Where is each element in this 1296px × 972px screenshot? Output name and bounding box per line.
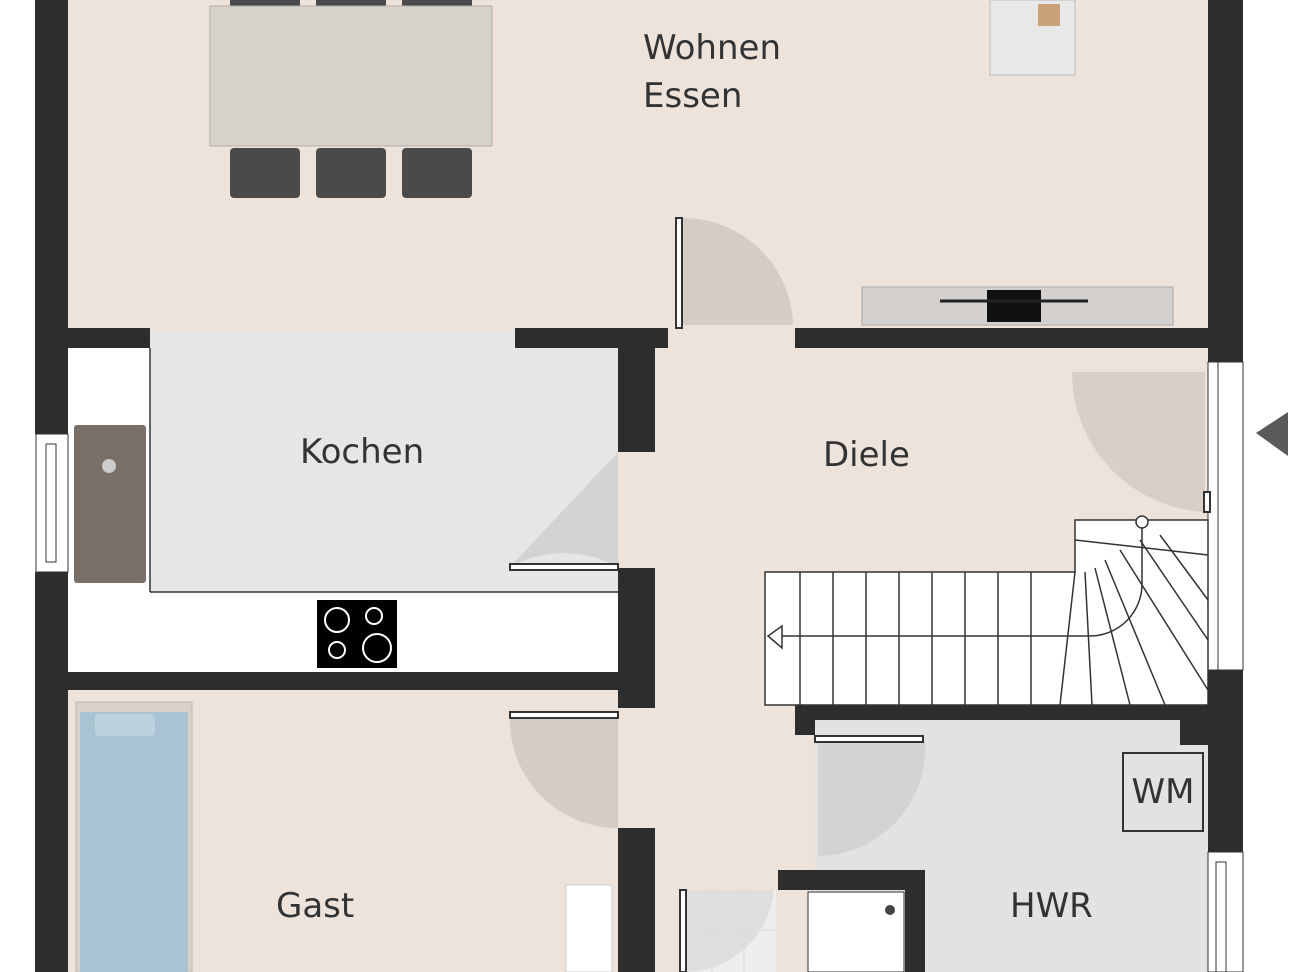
cooktop [317, 600, 397, 668]
door-swings [509, 217, 1205, 972]
walls [35, 0, 1243, 972]
washing-machine: WM [1122, 752, 1204, 832]
staircase [764, 515, 1209, 706]
sink [74, 425, 146, 583]
shower [807, 891, 905, 972]
room-label-hwr: HWR [1010, 886, 1093, 926]
dining-table [209, 5, 493, 147]
room-label-diele: Diele [823, 435, 910, 475]
room-label-kochen: Kochen [300, 432, 425, 472]
window-kitchen [35, 433, 69, 573]
door-leaves [509, 217, 1211, 972]
dining-chairs [230, 0, 472, 198]
window-diele [1207, 361, 1244, 671]
wardrobe [565, 884, 613, 972]
entrance-arrow-icon [1256, 412, 1288, 456]
side-cabinet [989, 0, 1076, 76]
room-label-wohnen: Wohnen [643, 28, 781, 68]
room-label-essen: Essen [643, 76, 743, 116]
room-label-gast: Gast [276, 886, 355, 926]
tv [987, 290, 1041, 322]
